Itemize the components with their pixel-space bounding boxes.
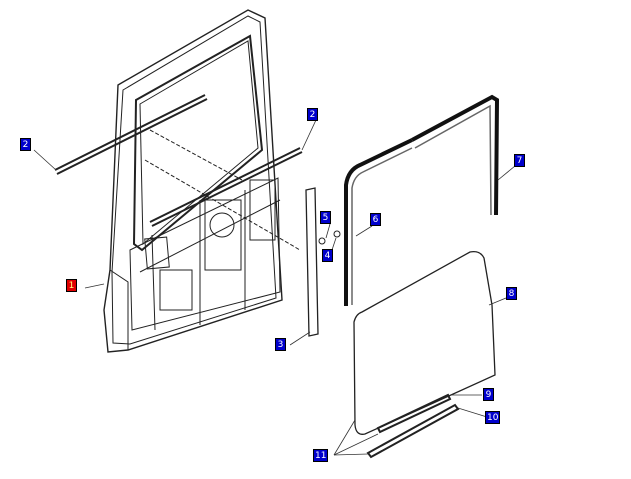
door-glass <box>353 250 496 435</box>
callout-10[interactable]: 10 <box>485 411 501 424</box>
callout-8[interactable]: 8 <box>506 287 517 300</box>
nut <box>318 237 326 245</box>
door-seal-strip <box>305 187 319 337</box>
door-panel <box>103 9 301 353</box>
callout-5[interactable]: 5 <box>320 211 331 224</box>
callout-2-right[interactable]: 2 <box>307 108 318 121</box>
callout-9[interactable]: 9 <box>483 388 494 401</box>
bolt <box>333 230 341 238</box>
glass-rail <box>376 393 452 434</box>
moulding-strip-right <box>149 147 303 227</box>
callout-11[interactable]: 11 <box>313 449 329 462</box>
moulding-strip-left <box>54 94 208 175</box>
callout-6[interactable]: 6 <box>370 213 381 226</box>
callout-3[interactable]: 3 <box>275 338 286 351</box>
glass-channel <box>366 403 460 459</box>
callout-7[interactable]: 7 <box>514 154 525 167</box>
callout-1[interactable]: 1 <box>66 279 77 292</box>
callout-2-left[interactable]: 2 <box>20 138 31 151</box>
callout-4[interactable]: 4 <box>322 249 333 262</box>
